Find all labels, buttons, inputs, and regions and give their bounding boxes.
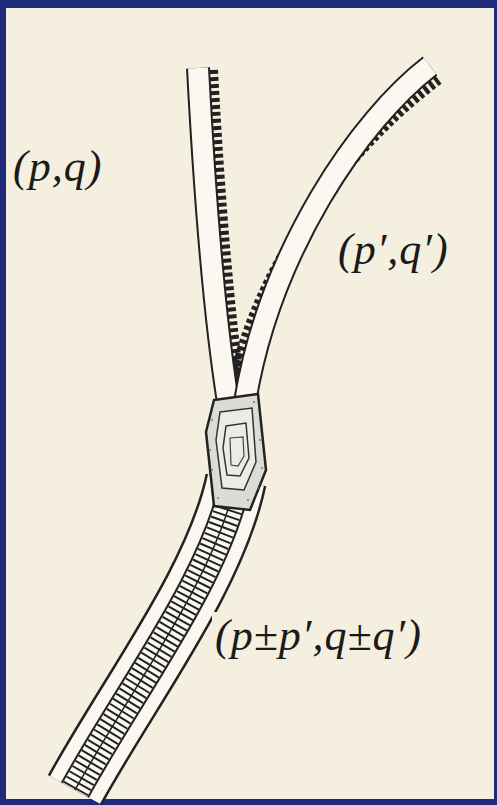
math-label: (p±p′,q±q′) <box>212 612 425 660</box>
left-tape <box>198 68 228 402</box>
slider-pull-hole <box>230 437 244 466</box>
slider-pull-inner <box>223 423 249 476</box>
math-label: (p′,q′) <box>335 226 452 274</box>
math-label: (p,q) <box>10 143 105 191</box>
left-tape-edge <box>198 68 228 402</box>
slider-pull <box>216 408 256 490</box>
slider-body <box>206 394 266 510</box>
slider-stipple <box>209 401 263 501</box>
panel-ground <box>6 8 494 799</box>
zipper-slider <box>206 394 266 510</box>
